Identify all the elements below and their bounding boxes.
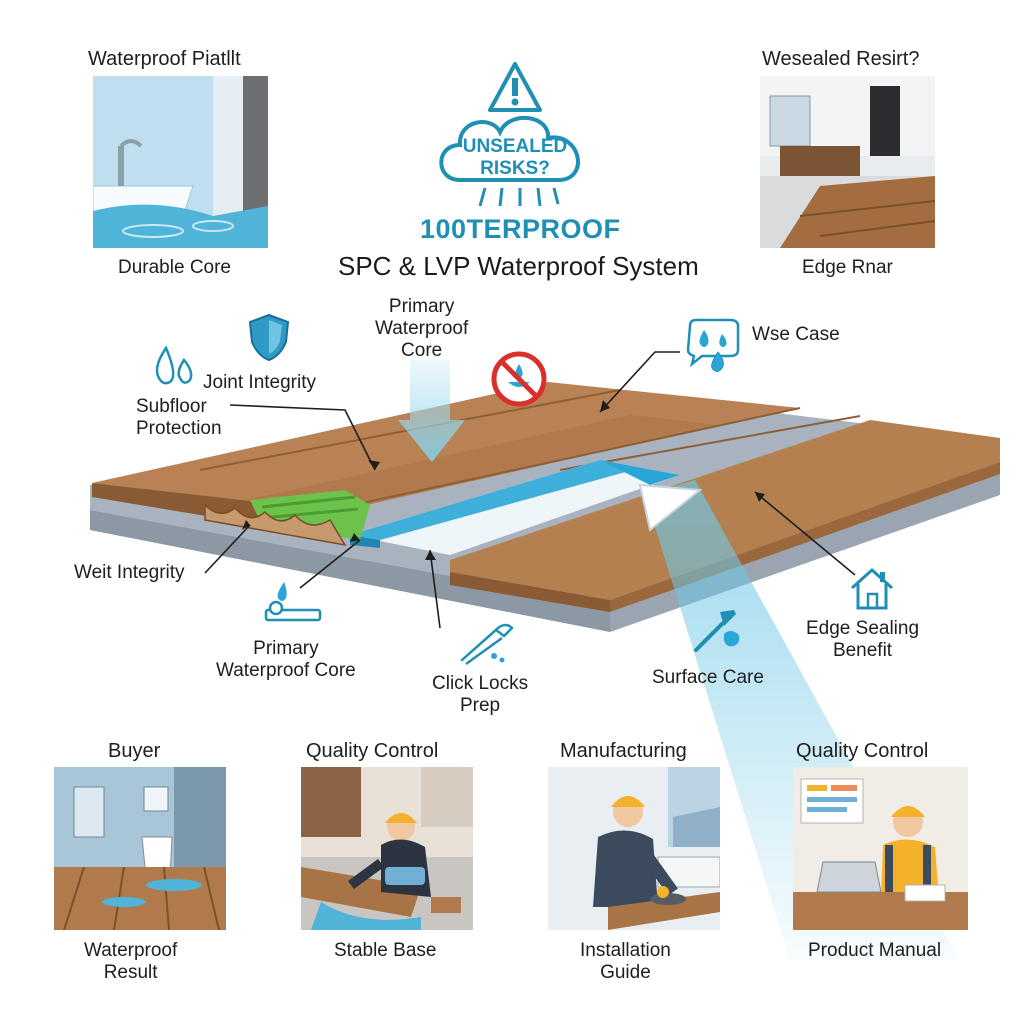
shield-icon — [246, 312, 292, 362]
callout-subfloor: Subfloor Protection — [136, 396, 222, 439]
living-room-floor-image — [760, 76, 935, 248]
buyer-bathroom-image — [54, 767, 226, 930]
pointer-arrow — [638, 483, 703, 532]
tools-icon — [690, 606, 746, 656]
down-arrow — [398, 360, 465, 462]
warning-triangle-icon — [488, 62, 542, 112]
top-right-heading: Wesealed Resirt? — [762, 48, 920, 70]
house-icon — [848, 566, 896, 612]
no-water-icon — [490, 350, 548, 408]
callout-joint-integrity: Joint Integrity — [203, 372, 316, 393]
top-left-caption: Durable Core — [118, 257, 231, 278]
plank-top-left — [92, 382, 800, 510]
qc-caption-2: Product Manual — [808, 940, 942, 961]
core-channel — [350, 460, 680, 555]
buyer-caption: Waterproof Result — [84, 940, 178, 983]
callout-surface-care: Surface Care — [652, 667, 764, 688]
worker-laptop-image — [793, 767, 968, 930]
warning-line-1: UNSEALED — [462, 136, 568, 157]
plank-right — [450, 420, 1000, 600]
callout-edge-sealing: Edge Sealing Benefit — [806, 618, 920, 661]
wrench-icon — [456, 620, 518, 668]
worker-install-image — [548, 767, 720, 930]
qc-caption-1: Stable Base — [334, 940, 437, 961]
worker-sealing-image — [301, 767, 473, 930]
brand-title: 100TERPROOF — [420, 214, 621, 244]
callout-primary-core-bottom: Primary Waterproof Core — [216, 638, 356, 681]
warning-line-2: RISKS? — [480, 158, 550, 179]
water-drops-icon — [150, 346, 198, 388]
callout-use-case: Wse Case — [752, 324, 840, 345]
qc-heading-2: Quality Control — [796, 740, 929, 762]
callout-weit-integrity: Weit Integrity — [74, 562, 185, 583]
bathroom-flood-image — [93, 76, 268, 248]
qc-heading-1: Quality Control — [306, 740, 439, 762]
buyer-heading: Buyer — [108, 740, 161, 762]
chat-drops-icon — [682, 318, 748, 376]
warning-cloud: UNSEALED RISKS? — [430, 60, 600, 210]
faucet-drop-icon — [262, 580, 322, 628]
top-right-caption: Edge Rnar — [802, 257, 893, 278]
manufacturing-heading: Manufacturing — [560, 740, 687, 762]
callout-click-locks: Click Locks Prep — [432, 673, 529, 716]
callout-primary-core-top: Primary Waterproof Core — [375, 296, 469, 361]
manufacturing-caption: Installation Guide — [580, 940, 671, 983]
top-left-heading: Waterproof Piatllt — [88, 48, 241, 70]
click-lock-profile — [204, 503, 347, 547]
main-title: SPC & LVP Waterproof System — [338, 251, 699, 281]
